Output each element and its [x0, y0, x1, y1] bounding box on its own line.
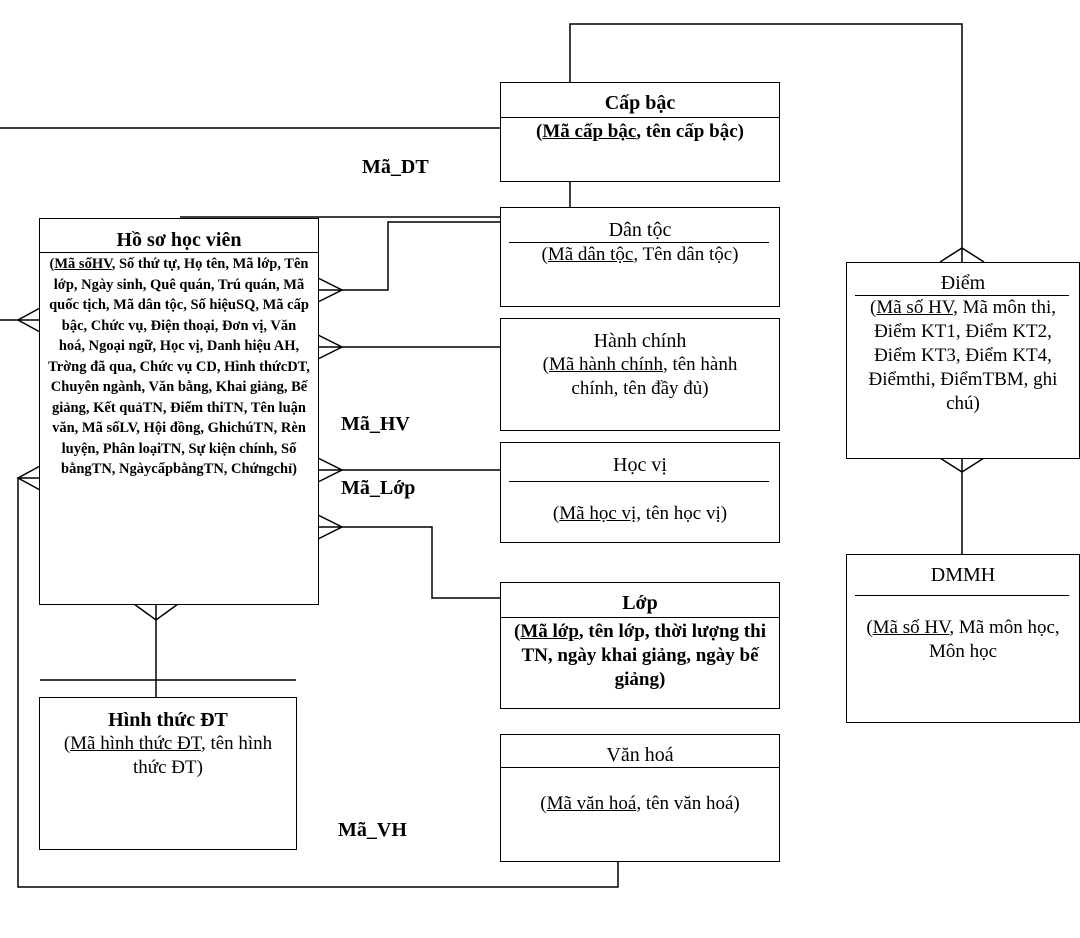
entity-attributes: (Mã số HV, Mã môn học,Môn học — [866, 617, 1060, 662]
primary-key: Mã hình thức ĐT — [70, 733, 201, 754]
entity-ho-so-hoc-vien: Hồ sơ học viên (Mã sốHV, Số thứ tự, Họ t… — [39, 218, 319, 605]
entity-title: Cấp bậc — [501, 83, 779, 118]
entity-lop: Lớp (Mã lớp, tên lớp, thời lượng thi TN,… — [500, 582, 780, 709]
entity-attributes: (Mã lớp, tên lớp, thời lượng thi TN, ngà… — [514, 621, 766, 690]
entity-hanh-chinh: Hành chính (Mã hành chính, tên hành chín… — [500, 318, 780, 431]
line-ho-so-diem — [180, 23, 963, 262]
relationship-label-ma-dt: Mã_DT — [362, 156, 429, 178]
relationship-label-ma-hv: Mã_HV — [341, 413, 410, 435]
crowfoot-hoc-vi — [317, 457, 344, 483]
primary-key: Mã số HV — [872, 617, 950, 638]
relationship-label-ma-vh: Mã_VH — [338, 819, 407, 841]
crowfoot-diem-top — [939, 247, 985, 263]
entity-title: DMMH — [930, 564, 996, 586]
primary-key: Mã văn hoá — [546, 793, 637, 814]
primary-key: Mã hành chính — [548, 354, 663, 375]
crowfoot-hanh-chinh — [317, 334, 344, 360]
entity-attributes: (Mã cấp bậc, tên cấp bậc) — [536, 121, 744, 142]
crowfoot-lop — [317, 514, 344, 540]
entity-attributes: (Mã sốHV, Số thứ tự, Họ tên, Mã lớp, Tên… — [48, 256, 310, 477]
entity-van-hoa: Văn hoá (Mã văn hoá, tên văn hoá) — [500, 734, 780, 862]
crowfoot-diem-bottom — [939, 457, 985, 473]
primary-key: Mã học vị — [559, 503, 637, 524]
crowfoot-dan-toc — [317, 277, 344, 303]
entity-attributes: (Mã số HV, Mã môn thi, Điểm KT1, Điểm KT… — [868, 297, 1058, 414]
entity-title: Hình thức ĐT — [108, 709, 228, 731]
primary-key: Mã cấp bậc — [542, 121, 637, 142]
entity-separator — [509, 242, 769, 243]
extra-attribute: Môn học — [928, 641, 998, 662]
entity-hinh-thuc-dt: Hình thức ĐT (Mã hình thức ĐT, tên hình … — [39, 697, 297, 850]
line-lop — [318, 526, 502, 599]
entity-dan-toc: Dân tộc (Mã dân tộc, Tên dân tộc) — [500, 207, 780, 307]
primary-key: Mã dân tộc — [547, 244, 634, 265]
entity-separator — [855, 295, 1069, 296]
primary-key: Mã sốHV — [54, 256, 112, 272]
primary-key: Mã số HV — [876, 297, 954, 318]
entity-dmmh: DMMH (Mã số HV, Mã môn học,Môn học — [846, 554, 1080, 723]
entity-title: Học vị — [613, 454, 667, 476]
entity-title: Dân tộc — [608, 219, 672, 241]
entity-title: Lớp — [501, 583, 779, 618]
entity-hoc-vi: Học vị (Mã học vị, tên học vị) — [500, 442, 780, 543]
entity-title: Hành chính — [593, 330, 687, 352]
entity-attributes: (Mã học vị, tên học vị) — [552, 503, 728, 524]
entity-title: Hồ sơ học viên — [40, 219, 318, 253]
entity-cap-bac: Cấp bậc (Mã cấp bậc, tên cấp bậc) — [500, 82, 780, 182]
crowfoot-van-hoa — [16, 465, 41, 491]
crowfoot-hinh-thuc — [133, 603, 179, 621]
entity-title: Điểm — [940, 272, 986, 294]
entity-attributes: (Mã dân tộc, Tên dân tộc) — [541, 244, 739, 265]
crowfoot-left — [16, 307, 41, 333]
entity-title: Văn hoá — [501, 735, 779, 768]
entity-attributes: (Mã hình thức ĐT, tên hình thức ĐT) — [63, 733, 273, 778]
relationship-label-ma-lop: Mã_Lớp — [341, 477, 416, 499]
entity-diem: Điểm (Mã số HV, Mã môn thi, Điểm KT1, Đi… — [846, 262, 1080, 459]
entity-attributes: (Mã văn hoá, tên văn hoá) — [540, 793, 740, 814]
entity-attributes: (Mã hành chính, tên hành chính, tên đầy … — [542, 354, 738, 399]
primary-key: Mã lớp — [520, 621, 579, 642]
entity-separator — [855, 595, 1069, 596]
entity-separator — [509, 481, 769, 482]
line-dan-toc — [318, 221, 502, 291]
line-van-hoa — [17, 477, 619, 888]
